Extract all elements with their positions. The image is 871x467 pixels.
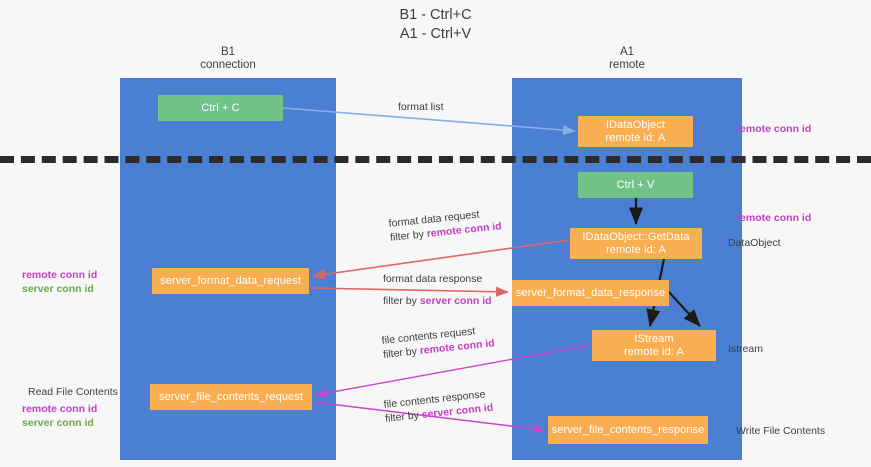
lane-header-a1: A1 remote (609, 46, 645, 71)
node-idataobject-getdata[interactable]: IDataObject::GetData remote id: A (570, 228, 702, 259)
edge-label-format-data-response-line1: format data response (383, 273, 483, 285)
node-idataobject[interactable]: IDataObject remote id: A (578, 116, 693, 147)
left-label-read-file-contents: Read File Contents (28, 386, 118, 398)
legend-remote-conn-id: remote conn id (22, 269, 98, 281)
legend-server-conn-id: server conn id (22, 417, 94, 429)
edge-label-format-data-response-line2: filter by server conn id (383, 294, 492, 308)
side-label-remote-conn-id-mid: remote conn id (736, 212, 812, 224)
legend-remote-conn-id: remote conn id (22, 403, 98, 415)
left-legend-conn-ids-top: remote conn id server conn id (22, 268, 97, 296)
side-label-data-object: DataObject (728, 237, 781, 249)
edge-label-file-contents-request: file contents request filter by remote c… (381, 322, 495, 362)
filter-prefix: filter by (383, 295, 420, 307)
filter-prefix: filter by (389, 228, 428, 244)
left-legend-conn-ids-bottom: remote conn id server conn id (22, 402, 97, 430)
node-ctrl-v[interactable]: Ctrl + V (578, 172, 693, 198)
edge-label-file-contents-response: file contents response filter by server … (383, 387, 494, 426)
side-label-remote-conn-id-top: remote conn id (736, 123, 812, 135)
node-server-file-contents-response[interactable]: server_file_contents_response (548, 416, 708, 444)
page-title: B1 - Ctrl+C A1 - Ctrl+V (399, 7, 472, 42)
legend-server-conn-id: server conn id (22, 283, 94, 295)
side-label-istream: Istream (728, 343, 764, 355)
section-divider (0, 156, 871, 163)
filter-prefix: filter by (382, 345, 421, 361)
side-label-write-file-contents: Write File Contents (736, 425, 826, 437)
node-server-format-data-response[interactable]: server_format_data_response (512, 280, 669, 306)
lane-header-b1: B1 connection (200, 46, 256, 71)
edge-label-format-list: format list (398, 100, 444, 114)
filter-prefix: filter by (384, 409, 423, 425)
edge-label-format-data-request: format data request filter by remote con… (388, 205, 502, 245)
node-ctrl-c[interactable]: Ctrl + C (158, 95, 283, 121)
edge-label-format-data-response: format data response filter by server co… (383, 272, 492, 308)
edge-label-format-list-text: format list (398, 101, 444, 113)
node-istream[interactable]: IStream remote id: A (592, 330, 716, 361)
node-server-file-contents-request[interactable]: server_file_contents_request (150, 384, 312, 410)
filter-key-server-conn-id: server conn id (419, 295, 492, 307)
node-server-format-data-request[interactable]: server_format_data_request (152, 268, 309, 294)
